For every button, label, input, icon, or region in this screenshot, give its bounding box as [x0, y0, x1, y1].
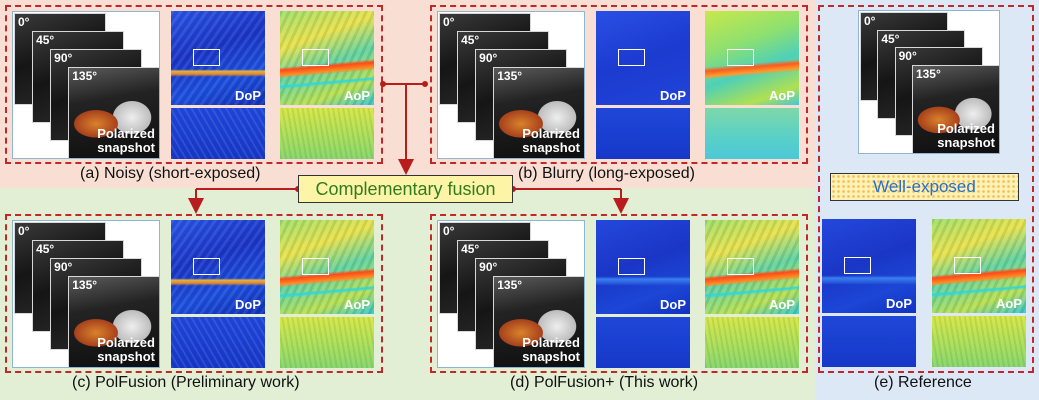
- dop-crop-e: [822, 316, 916, 367]
- caption-a: (a) Noisy (short-exposed): [80, 165, 261, 182]
- panel-e-frame: [818, 5, 1034, 373]
- aop-label: AoP: [344, 297, 370, 312]
- angle-label: 45°: [36, 242, 55, 257]
- dop-label: DoP: [886, 296, 912, 311]
- aop-crop-c: [280, 317, 374, 368]
- caption-e: (e) Reference: [874, 374, 972, 391]
- caption-c: (c) PolFusion (Preliminary work): [72, 374, 300, 391]
- angle-label: 0°: [443, 15, 455, 29]
- aop-map-a: AoP: [280, 11, 374, 105]
- dop-label: DoP: [235, 88, 261, 103]
- angle-label: 135°: [497, 278, 523, 293]
- roi-box: [301, 257, 329, 275]
- dop-crop-d: [596, 317, 690, 368]
- aop-map-b: AoP: [705, 11, 799, 105]
- angle-label: 90°: [479, 260, 498, 275]
- aop-map-d: AoP: [705, 220, 799, 314]
- panel-c-frame: [5, 214, 383, 373]
- angle-label: 135°: [497, 69, 523, 84]
- aop-map-c: AoP: [280, 220, 374, 314]
- angle-label: 90°: [54, 51, 73, 66]
- roi-box: [192, 48, 220, 66]
- roi-box: [617, 48, 645, 66]
- angle-label: 0°: [443, 224, 455, 238]
- angle-label: 45°: [881, 31, 900, 46]
- aop-crop-b: [705, 108, 799, 159]
- dop-label: DoP: [660, 88, 686, 103]
- roi-box: [301, 48, 329, 66]
- angle-label: 90°: [54, 260, 73, 275]
- caption-b: (b) Blurry (long-exposed): [518, 165, 695, 182]
- aop-crop-a: [280, 108, 374, 159]
- roi-box: [192, 257, 220, 275]
- aop-label: AoP: [996, 296, 1022, 311]
- roi-box: [726, 257, 754, 275]
- angle-label: 90°: [479, 51, 498, 66]
- panel-b-frame: [430, 5, 808, 164]
- aop-label: AoP: [344, 88, 370, 103]
- aop-map-e: AoP: [932, 219, 1026, 313]
- dop-map-c: DoP: [171, 220, 265, 314]
- caption-d: (d) PolFusion+ (This work): [510, 374, 699, 391]
- dop-map-b: DoP: [596, 11, 690, 105]
- angle-label: 0°: [18, 224, 30, 238]
- angle-label: 45°: [461, 33, 480, 48]
- angle-label: 135°: [915, 66, 941, 81]
- roi-box: [953, 256, 981, 274]
- well-exposed-label: Well-exposed: [830, 173, 1019, 201]
- dop-crop-a: [171, 108, 265, 159]
- dop-map-d: DoP: [596, 220, 690, 314]
- dop-label: DoP: [660, 297, 686, 312]
- complementary-fusion-label: Complementary fusion: [298, 175, 513, 203]
- dop-map-e: DoP: [822, 219, 916, 313]
- aop-crop-d: [705, 317, 799, 368]
- roi-box: [726, 48, 754, 66]
- angle-label: 135°: [72, 278, 98, 293]
- angle-label: 0°: [864, 14, 876, 28]
- roi-box: [843, 256, 871, 274]
- aop-crop-e: [932, 316, 1026, 367]
- dop-map-a: DoP: [171, 11, 265, 105]
- dop-crop-c: [171, 317, 265, 368]
- panel-d-frame: [430, 214, 808, 373]
- angle-label: 0°: [18, 15, 30, 29]
- roi-box: [617, 257, 645, 275]
- angle-label: 90°: [898, 49, 917, 64]
- aop-label: AoP: [769, 297, 795, 312]
- angle-label: 135°: [72, 69, 98, 84]
- aop-label: AoP: [769, 88, 795, 103]
- angle-label: 45°: [461, 242, 480, 257]
- dop-crop-b: [596, 108, 690, 159]
- angle-label: 45°: [36, 33, 55, 48]
- dop-label: DoP: [235, 297, 261, 312]
